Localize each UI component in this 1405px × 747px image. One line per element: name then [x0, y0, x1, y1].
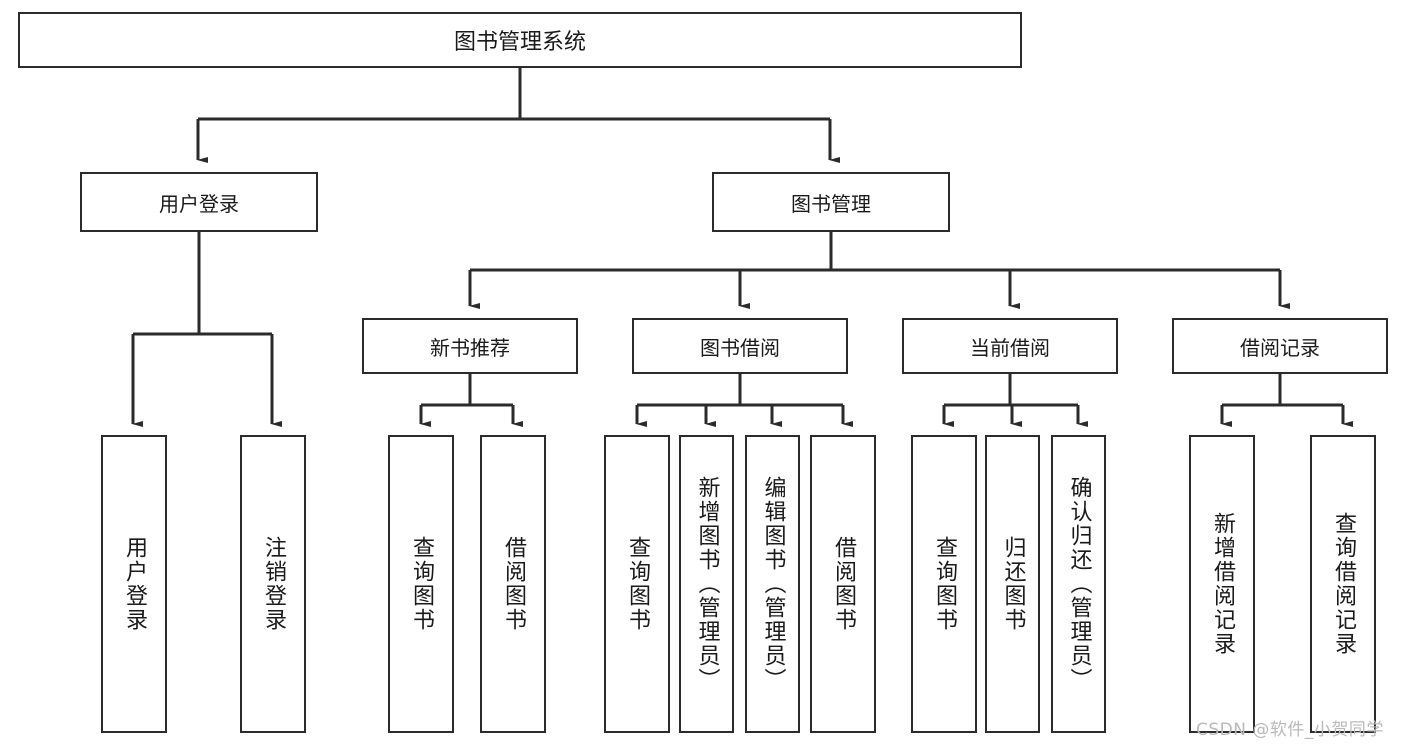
node-leaf-confirm-return-label: 确认归还（管理员） [1066, 476, 1092, 692]
node-leaf-logout-label: 注销登录 [261, 536, 286, 632]
node-new-book-rec[interactable]: 新书推荐 [362, 318, 578, 374]
node-root-label: 图书管理系统 [453, 30, 586, 55]
node-leaf-return-book[interactable]: 归还图书 [985, 435, 1040, 733]
node-book-manage[interactable]: 图书管理 [712, 172, 950, 232]
node-leaf-add-book[interactable]: 新增图书（管理员） [679, 435, 734, 733]
node-leaf-query-book-2[interactable]: 查询图书 [604, 435, 670, 733]
node-user-login[interactable]: 用户登录 [80, 172, 318, 232]
node-leaf-user-login-label: 用户登录 [122, 536, 147, 632]
node-leaf-user-login[interactable]: 用户登录 [101, 435, 167, 733]
node-leaf-add-record-label: 新增借阅记录 [1210, 512, 1235, 656]
node-current-borrow[interactable]: 当前借阅 [902, 318, 1118, 374]
node-leaf-query-book-3[interactable]: 查询图书 [911, 435, 977, 733]
node-book-borrow[interactable]: 图书借阅 [632, 318, 848, 374]
node-leaf-return-book-label: 归还图书 [1000, 536, 1026, 632]
node-leaf-add-book-label: 新增图书（管理员） [694, 476, 720, 692]
node-leaf-query-record-label: 查询借阅记录 [1331, 512, 1356, 656]
node-leaf-borrow-book-2-label: 借阅图书 [831, 536, 856, 632]
node-leaf-edit-book[interactable]: 编辑图书（管理员） [745, 435, 800, 733]
node-leaf-borrow-book-1-label: 借阅图书 [501, 536, 526, 632]
node-leaf-logout[interactable]: 注销登录 [240, 435, 306, 733]
node-borrow-record-label: 借阅记录 [1240, 335, 1320, 360]
node-book-borrow-label: 图书借阅 [700, 335, 780, 360]
node-leaf-query-record[interactable]: 查询借阅记录 [1310, 435, 1376, 733]
node-leaf-borrow-book-1[interactable]: 借阅图书 [480, 435, 546, 733]
node-leaf-query-book-1[interactable]: 查询图书 [388, 435, 454, 733]
node-leaf-query-book-3-label: 查询图书 [932, 536, 957, 632]
node-leaf-edit-book-label: 编辑图书（管理员） [760, 476, 786, 692]
node-current-borrow-label: 当前借阅 [970, 335, 1050, 360]
node-leaf-confirm-return[interactable]: 确认归还（管理员） [1051, 435, 1106, 733]
csdn-watermark: CSDN @软件_小贺同学 [1196, 720, 1384, 740]
node-leaf-query-book-1-label: 查询图书 [409, 536, 434, 632]
node-leaf-borrow-book-2[interactable]: 借阅图书 [810, 435, 876, 733]
node-book-manage-label: 图书管理 [791, 191, 871, 216]
node-leaf-query-book-2-label: 查询图书 [625, 536, 650, 632]
node-leaf-add-record[interactable]: 新增借阅记录 [1189, 435, 1255, 733]
node-new-book-rec-label: 新书推荐 [430, 335, 510, 360]
node-borrow-record[interactable]: 借阅记录 [1172, 318, 1388, 374]
node-user-login-label: 用户登录 [159, 191, 239, 216]
node-root[interactable]: 图书管理系统 [18, 12, 1022, 68]
